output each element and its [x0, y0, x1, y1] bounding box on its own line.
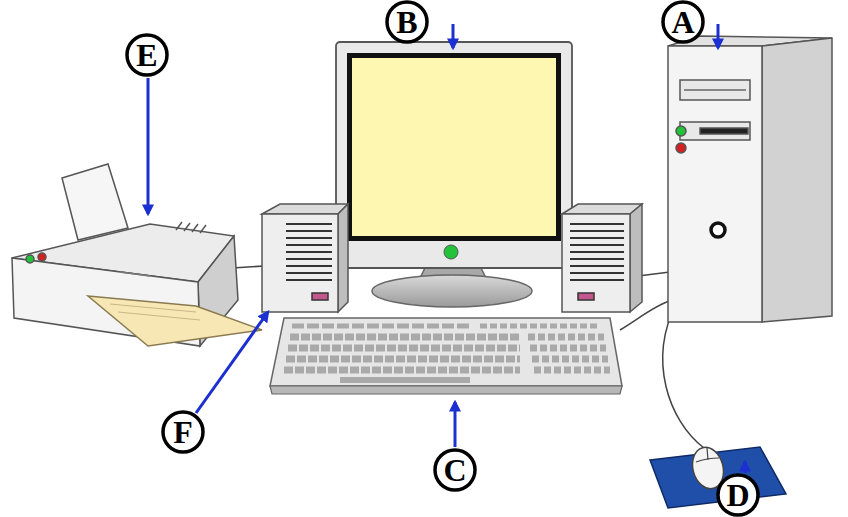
drive-slot [684, 89, 746, 91]
circle-outline [718, 475, 758, 515]
callout-circle: F [161, 410, 205, 454]
speaker-grille [286, 224, 332, 280]
pointer-arrow [717, 24, 720, 48]
pointer-arrow [196, 312, 268, 413]
monitor-bezel [336, 42, 572, 268]
speaker-front [262, 214, 338, 312]
speaker-cable [638, 272, 670, 276]
pointer-arrow [454, 402, 457, 447]
monitor-power-button [444, 245, 458, 259]
tower-side [762, 38, 832, 322]
pointer-arrow [744, 462, 747, 473]
key-row [530, 345, 606, 352]
speaker-grille [570, 224, 624, 280]
pointer-arrows [148, 24, 745, 473]
key-row [532, 356, 608, 363]
callout-letter: B [396, 6, 417, 38]
system-unit [668, 36, 832, 322]
callout-letter: A [671, 6, 694, 38]
drive-bay [680, 122, 750, 140]
keyboard-body [270, 318, 622, 386]
keyboard [270, 318, 622, 394]
paper-support [62, 164, 128, 240]
speaker-side [338, 204, 348, 312]
speaker-front [562, 214, 630, 312]
monitor-screen [352, 58, 556, 236]
tower-front [668, 46, 762, 322]
speaker-top [262, 204, 348, 214]
printer-slot [120, 272, 150, 276]
key-row [288, 345, 520, 352]
callout-circle: D [716, 473, 760, 517]
printer-led [26, 255, 34, 263]
space-bar [340, 377, 470, 383]
screen-frame [347, 53, 561, 241]
right-speaker [562, 204, 642, 312]
circle-outline [435, 450, 475, 490]
pointer-arrow [147, 78, 150, 214]
circle-outline [163, 412, 203, 452]
pointer-arrow [452, 24, 455, 48]
key-row [480, 324, 600, 329]
key-row [528, 334, 604, 341]
callout-letter: E [136, 39, 157, 71]
circle-outline [127, 35, 167, 75]
printer-vents [176, 222, 206, 233]
power-button [711, 223, 725, 237]
mouse-buttons [696, 448, 719, 462]
mouse-cable [663, 304, 704, 448]
callout-circle: E [125, 33, 169, 77]
key-row [286, 356, 520, 363]
disk-led [676, 143, 686, 153]
paper-lines [110, 304, 200, 320]
callout-circle: C [433, 448, 477, 492]
key-row [284, 367, 520, 374]
left-speaker [262, 204, 348, 312]
callout-letter: D [726, 479, 749, 511]
speaker-side [630, 204, 642, 312]
callout-circle: A [661, 0, 705, 44]
keyboard-edge [270, 386, 622, 394]
printer-led [38, 253, 46, 261]
drive-bay [680, 80, 750, 100]
keyboard-keys [284, 326, 610, 380]
key-row [290, 334, 520, 341]
key-row [292, 324, 470, 329]
monitor [336, 42, 572, 307]
circle-outline [387, 2, 427, 42]
speaker-knob [312, 293, 328, 300]
printer-cable [232, 266, 264, 268]
floppy-slot [700, 128, 748, 134]
printed-paper [88, 296, 262, 346]
callout-letter: C [443, 454, 466, 486]
speaker-knob [578, 293, 594, 300]
callout-letter: F [173, 416, 193, 448]
printer [12, 164, 262, 346]
circle-outline [663, 2, 703, 42]
monitor-base [372, 275, 532, 307]
key-row [534, 367, 610, 374]
power-led [676, 126, 686, 136]
callout-circle: B [385, 0, 429, 44]
speaker-top [562, 204, 642, 214]
